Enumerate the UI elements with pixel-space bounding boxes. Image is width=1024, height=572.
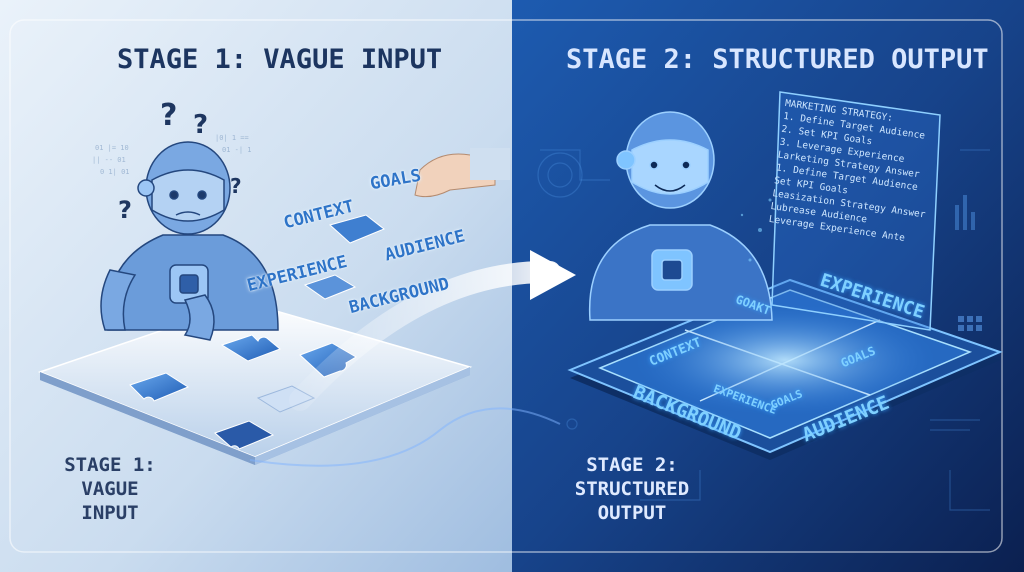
strategy-note-panel <box>771 91 941 331</box>
grid-icon <box>958 316 982 331</box>
sleeve <box>470 148 510 180</box>
bar-chart-icon <box>955 195 975 230</box>
stage2-title: STAGE 2: STRUCTURED OUTPUT <box>566 44 989 75</box>
frame-border <box>9 19 1003 553</box>
floating-code-bits: 01 |= 10 || -- 01 0 1| 01 |0| 1 == 01 -| 1 <box>92 134 252 176</box>
svg-text:|0| 1 ==: |0| 1 == <box>215 134 249 142</box>
stage1-title: STAGE 1: VAGUE INPUT <box>117 44 443 75</box>
right-board <box>567 278 1003 460</box>
svg-text:01 |= 10: 01 |= 10 <box>95 144 129 152</box>
question-mark-icon: ? <box>230 174 242 198</box>
right-robot <box>588 111 773 321</box>
sparkles <box>740 198 772 262</box>
question-mark-icon: ? <box>118 196 132 224</box>
svg-text:|| -- 01: || -- 01 <box>92 156 126 164</box>
circuit-lines <box>537 149 990 511</box>
question-mark-icon: ? <box>160 98 178 133</box>
strategy-note: MARKETING STRATEGY: 1. Define Target Aud… <box>768 97 935 247</box>
svg-text:0 1| 01: 0 1| 01 <box>100 168 130 176</box>
transition-arrow-trail <box>289 260 561 411</box>
stage1-caption: STAGE 1: VAGUE INPUT <box>64 454 156 524</box>
left-robot <box>100 141 279 341</box>
transition-arrow-head <box>530 250 576 300</box>
question-mark-icon: ? <box>193 110 209 140</box>
connector-line <box>249 407 561 467</box>
stage2-caption: STAGE 2: STRUCTURED OUTPUT <box>574 454 690 524</box>
svg-text:01 -| 1: 01 -| 1 <box>222 146 252 154</box>
